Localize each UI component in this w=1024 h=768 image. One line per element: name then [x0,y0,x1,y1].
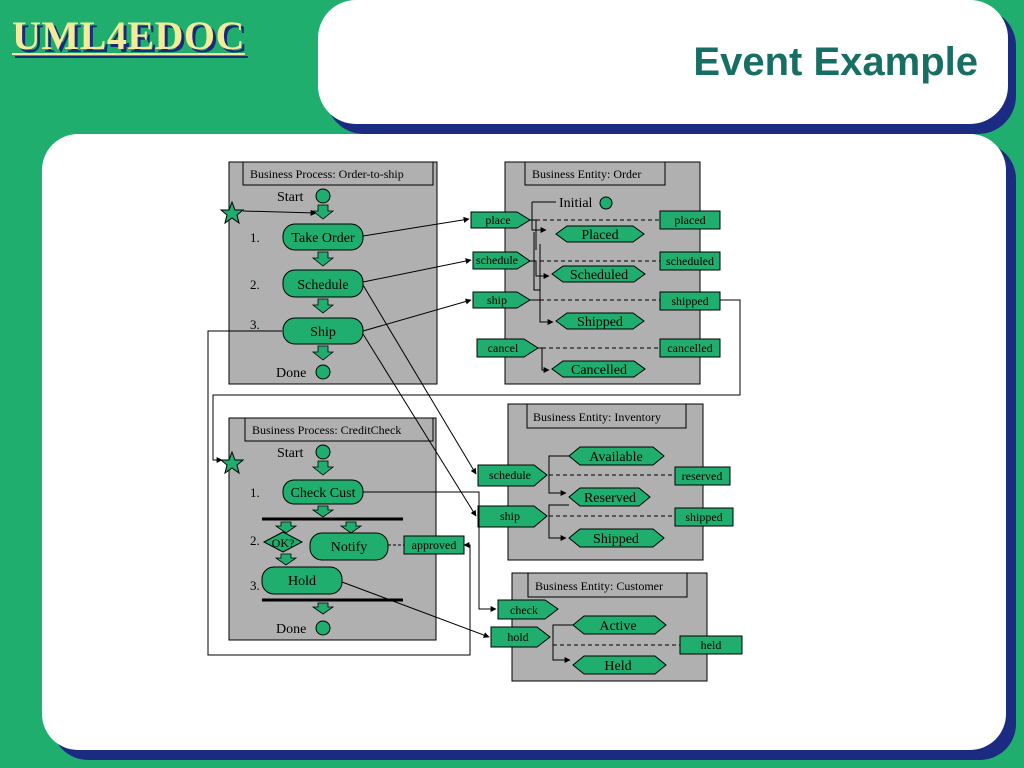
process-title: Business Process: Order-to-ship [250,167,404,181]
svg-text:cancel: cancel [488,341,519,355]
entity-title: Business Entity: Order [532,167,641,181]
state-shipped [568,528,665,548]
svg-text:2.: 2. [250,533,260,548]
flow-arrow [311,298,335,314]
entity-inventory: Business Entity: Inventory schedule ship… [477,403,734,561]
svg-text:scheduled: scheduled [666,254,714,268]
svg-text:check: check [510,603,538,617]
state-available [568,446,665,466]
process-title: Business Process: CreditCheck [252,423,401,437]
event-in-check [497,599,559,620]
trigger-star-icon [219,450,245,475]
svg-text:1.: 1. [250,485,260,500]
state-placed [555,225,645,243]
event-connections [207,209,741,656]
svg-text:ship: ship [500,509,520,523]
svg-text:Business Entity: Inventory: Business Entity: Inventory [533,410,661,424]
activity-label: Take Order [291,231,354,246]
step-number: 3. [250,317,260,332]
state-active [572,615,667,635]
event-in-schedule [472,251,531,270]
svg-text:Check Cust: Check Cust [291,486,356,501]
done-node [315,364,331,380]
activity-notify [309,532,389,561]
svg-text:Notify: Notify [331,540,368,555]
slide-title: Event Example [693,40,978,84]
event-in-cancel [476,338,539,358]
start-label: Start [277,190,304,205]
entity-customer: Business Entity: Customer check hold Act… [490,572,743,682]
activity-take-order [282,223,364,251]
flow-arrow [311,345,335,361]
svg-text:place: place [485,213,510,227]
trigger-star-icon [219,200,245,225]
state-reserved [568,487,651,507]
svg-text:placed: placed [674,213,705,227]
event-in-schedule [477,464,548,487]
svg-text:schedule: schedule [489,468,531,482]
svg-text:Done: Done [276,622,306,637]
activity-label: Ship [310,325,336,340]
process-credit-check: Business Process: CreditCheck Start 1. C… [219,417,465,641]
event-out-placed [659,210,721,230]
svg-text:Scheduled: Scheduled [570,268,628,283]
event-out-shipped [674,507,734,527]
start-node [315,188,331,204]
done-node [315,620,331,636]
flow-arrow [311,251,335,267]
svg-text:hold: hold [507,630,528,644]
svg-text:Cancelled: Cancelled [571,363,627,378]
state-scheduled [551,265,646,283]
activity-label: Schedule [297,278,348,293]
state-cancelled [551,360,646,378]
state-held [572,655,667,675]
svg-text:Shipped: Shipped [577,315,623,330]
event-in-hold [490,626,551,648]
activity-hold [261,566,343,595]
process-order-to-ship: Business Process: Order-to-ship Start 1.… [219,161,438,385]
svg-text:Active: Active [599,619,636,634]
decision-ok [262,531,304,553]
svg-text:held: held [701,638,722,652]
svg-text:approved: approved [412,538,457,552]
initial-label: Initial [559,196,593,211]
event-out-reserved [674,466,731,486]
activity-schedule [282,269,364,298]
step-number: 2. [250,277,260,292]
svg-text:Placed: Placed [581,228,618,243]
event-in-place [470,211,531,229]
svg-text:schedule: schedule [476,253,518,267]
title-panel: Event Example [318,0,1008,124]
done-label: Done [276,366,306,381]
svg-text:shipped: shipped [671,294,708,308]
svg-text:reserved: reserved [682,469,723,483]
svg-text:cancelled: cancelled [667,341,712,355]
svg-text:Business Entity: Customer: Business Entity: Customer [535,579,663,593]
svg-text:OK?: OK? [272,536,295,550]
logo: UML4EDOC [12,13,245,58]
state-shipped [555,312,645,330]
entity-order: Business Entity: Order Initial place sch… [470,161,721,385]
svg-text:ship: ship [487,293,507,307]
event-out-shipped [659,291,721,311]
event-out-cancelled [659,338,721,358]
svg-text:Reserved: Reserved [584,491,636,506]
event-in-ship [477,505,548,528]
step-number: 1. [250,230,260,245]
flow-arrow [311,204,335,220]
svg-text:Held: Held [604,659,631,674]
svg-text:shipped: shipped [685,510,722,524]
svg-text:3.: 3. [250,578,260,593]
svg-text:Hold: Hold [288,574,316,589]
svg-text:Available: Available [589,450,642,465]
start-node [315,444,331,460]
svg-text:Shipped: Shipped [593,532,639,547]
initial-node [599,196,613,210]
svg-text:Start: Start [277,446,304,461]
event-in-ship [472,291,531,309]
